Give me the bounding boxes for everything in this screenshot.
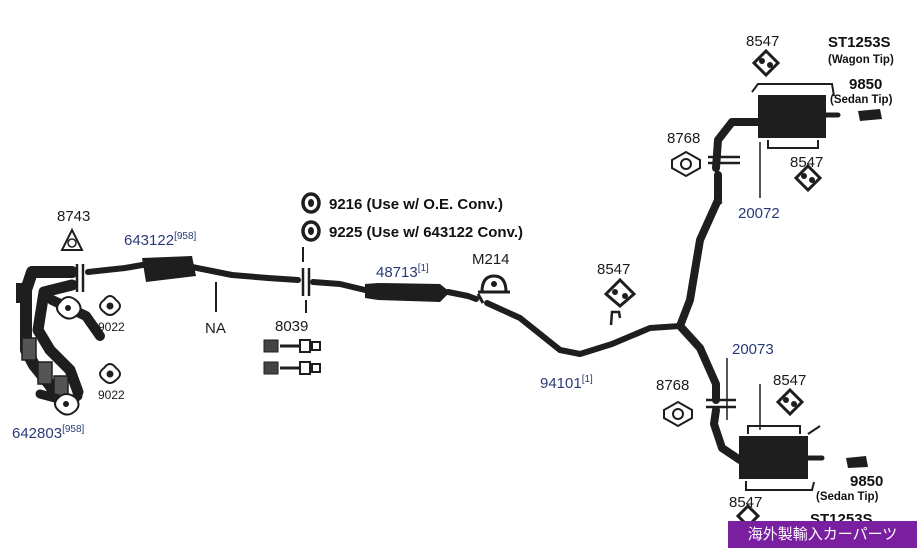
part-label-48713: 48713[1] [376,263,429,281]
part-label-642803: 642803[958] [12,424,85,442]
part-label-9850: 9850 [849,76,882,93]
part-label-st1253s: ST1253S [828,34,891,51]
part-label-8768: 8768 [667,130,700,147]
gasket-9022-icon [99,363,121,384]
tip-note-sedan: (Sedan Tip) [816,491,879,503]
gasket-8743-icon [60,227,84,251]
resonator-pipe-48713 [310,279,479,302]
part-label-20073: 20073 [732,341,774,358]
hanger-8547-icon [775,387,805,417]
part-label-na: NA [205,320,226,337]
muffler-20073 [739,425,821,491]
hanger-8547-icon [751,48,781,78]
bolt-spring-8039-icon [263,339,321,375]
part-label-20072: 20072 [738,205,780,222]
hanger-bracket [609,310,622,326]
manifold-pipe-642803 [16,266,105,407]
part-label-m214: M214 [472,251,510,268]
intermediate-pipe-94101 [484,300,683,357]
part-label-8547: 8547 [790,154,823,171]
tip-9850-lower [846,456,868,468]
hanger-8547-icon [603,277,637,308]
part-label-8743: 8743 [57,208,90,225]
part-label-8768: 8768 [656,377,689,394]
watermark-badge: 海外製輸入カーパーツ [728,521,917,548]
part-label-9225: 9225 (Use w/ 643122 Conv.) [329,224,523,241]
gasket-9216-icon [301,192,321,214]
part-label-8547: 8547 [773,372,806,389]
gasket-8768-icon [663,400,693,428]
muffler-20072 [751,83,835,149]
callout-line [709,201,723,213]
manifold-gasket-icon [54,393,80,416]
hanger-8547-icon [793,163,823,193]
manifold-gasket-icon [56,296,82,320]
part-label-9216: 9216 (Use w/ O.E. Conv.) [329,196,503,213]
part-label-9022: 9022 [98,388,125,402]
tip-note-sedan: (Sedan Tip) [830,94,893,106]
clamp-m214-icon [478,274,510,294]
gasket-9225-icon [301,220,321,242]
part-label-643122: 643122[958] [124,231,197,249]
gasket-8768-icon [671,150,701,178]
tip-9850-upper [858,109,882,121]
gasket-9022-icon [99,295,121,316]
part-label-8547: 8547 [746,33,779,50]
part-label-8547: 8547 [729,494,762,511]
clamp-marker [476,293,485,304]
converter-643122 [85,256,301,283]
part-label-9022: 9022 [98,320,125,334]
part-label-8039: 8039 [275,318,308,335]
part-label-94101: 94101[1] [540,374,593,392]
tip-note-wagon: (Wagon Tip) [828,54,894,66]
part-label-8547: 8547 [597,261,630,278]
part-label-9850: 9850 [850,473,883,490]
